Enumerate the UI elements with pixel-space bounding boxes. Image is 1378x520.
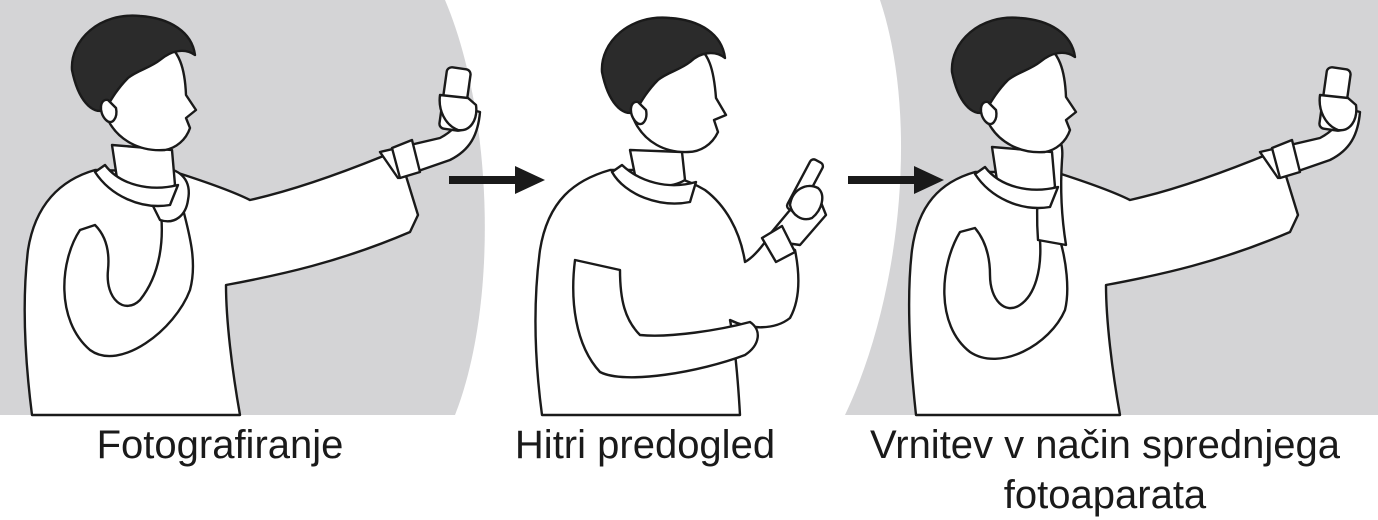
step-3-caption-line-2: fotoaparata: [845, 470, 1365, 520]
step-3-caption-line-1: Vrnitev v način sprednjega: [845, 420, 1365, 470]
step-2-caption: Hitri predogled: [470, 420, 820, 470]
step-1-caption: Fotografiranje: [40, 420, 400, 470]
step-3-caption: Vrnitev v način sprednjega fotoaparata: [845, 420, 1365, 520]
figure-2: [536, 18, 826, 415]
